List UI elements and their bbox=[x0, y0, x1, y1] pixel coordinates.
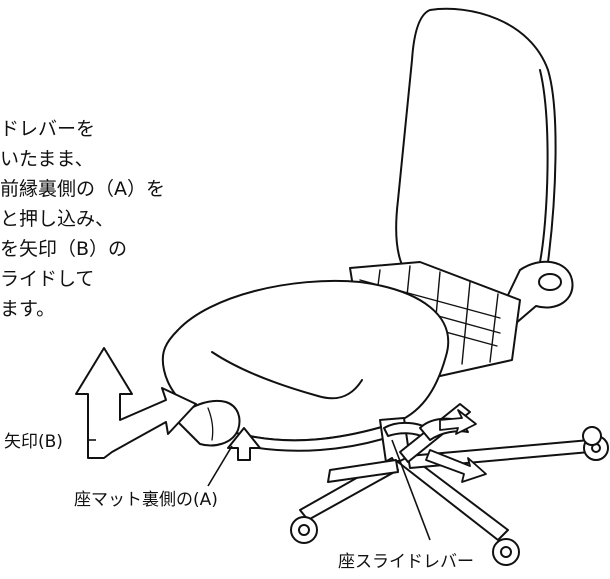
leader-seat-mat bbox=[207, 445, 233, 487]
instruction-line: ドレバーを bbox=[0, 118, 96, 140]
slide-arrow-icon bbox=[439, 409, 477, 435]
chair-leg bbox=[327, 459, 399, 483]
arrow-b-icon bbox=[75, 347, 197, 459]
hand-detail bbox=[207, 407, 214, 441]
chair-armrest-hole bbox=[538, 273, 562, 291]
caster bbox=[290, 516, 318, 544]
hand bbox=[175, 400, 241, 447]
seat-contour bbox=[211, 351, 363, 400]
callout-seat-mat-a: 座マット裏側の(A) bbox=[74, 490, 218, 510]
chair-seat bbox=[161, 279, 450, 442]
slide-arrow-icon bbox=[425, 449, 487, 483]
callout-arrow-b: 矢印(B) bbox=[4, 432, 63, 452]
callout-seat-slide-lever: 座スライドレバー bbox=[338, 552, 474, 572]
instruction-line: ライドして bbox=[0, 268, 95, 290]
instruction-line: いたまま、 bbox=[0, 148, 94, 170]
instruction-line: を矢印（B）の bbox=[0, 238, 128, 260]
instruction-line: 前縁裏側の（A）を bbox=[0, 178, 165, 200]
instruction-line: と押し込み、 bbox=[0, 208, 115, 230]
arrow-a-icon bbox=[227, 427, 261, 461]
caster bbox=[492, 538, 520, 566]
leader-slide-lever bbox=[391, 439, 431, 541]
caster bbox=[582, 426, 602, 446]
chair-backrest-edge bbox=[539, 69, 549, 263]
instruction-line: ます。 bbox=[0, 298, 56, 320]
